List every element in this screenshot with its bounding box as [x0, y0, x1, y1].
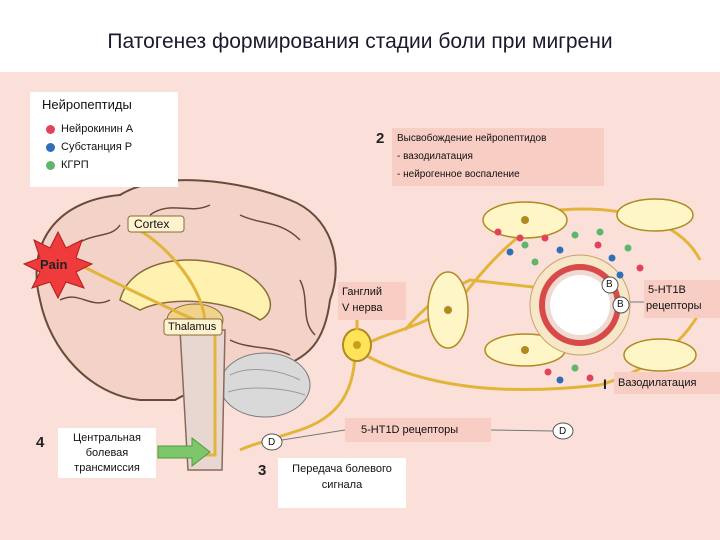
- step3-box: Передача болевого сигнала: [278, 458, 406, 508]
- vasodilation-box: Вазодилатация: [614, 372, 720, 394]
- vasodilation-marker: I: [603, 376, 607, 392]
- neurokinin-dot: [46, 125, 55, 134]
- pain-label: Pain: [40, 258, 67, 272]
- step4-box: Центральная болевая трансмиссия: [58, 428, 156, 478]
- receptor-1d-text: 5-HT1D рецепторы: [361, 423, 458, 437]
- step3-number: 3: [258, 462, 266, 479]
- substance-p-dot: [46, 143, 55, 152]
- receptor-b-letter-2: B: [617, 298, 624, 312]
- receptor-1b-line1: 5-HT1B: [648, 283, 686, 297]
- step3-line1: Передача болевого: [278, 462, 406, 476]
- ganglion-line2: V нерва: [342, 301, 383, 315]
- step2-line3: - нейрогенное воспаление: [397, 168, 520, 182]
- receptor-1d-box: 5-HT1D рецепторы: [345, 418, 491, 442]
- thalamus-label: Thalamus: [168, 320, 216, 334]
- step3-line2: сигнала: [278, 478, 406, 492]
- vessel-lumen: [550, 275, 610, 335]
- legend-item-substance-p: Субстанция Р: [46, 140, 132, 154]
- ganglion-line1: Ганглий: [342, 285, 382, 299]
- step2-box: Высвобождение нейропептидов - вазодилата…: [392, 128, 604, 186]
- step4-line1: Центральная: [58, 431, 156, 445]
- receptor-b-letter-1: B: [606, 278, 613, 292]
- step2-line2: - вазодилатация: [397, 150, 473, 164]
- step4-line2: болевая: [58, 446, 156, 460]
- step2-line1: Высвобождение нейропептидов: [397, 132, 546, 146]
- receptor-1b-box: 5-HT1B рецепторы: [644, 280, 720, 318]
- step2-number: 2: [376, 130, 384, 147]
- legend-box: Нейропептиды Нейрокинин А Субстанция Р К…: [30, 92, 178, 187]
- ganglion-box: Ганглий V нерва: [338, 282, 406, 320]
- step4-number: 4: [36, 434, 44, 451]
- legend-item-neurokinin: Нейрокинин А: [46, 122, 133, 136]
- step4-line3: трансмиссия: [58, 461, 156, 475]
- cortex-label: Cortex: [134, 217, 169, 231]
- receptor-d-letter-1: D: [268, 436, 275, 450]
- receptor-d-letter-2: D: [559, 425, 566, 439]
- legend-heading: Нейропептиды: [42, 98, 132, 112]
- receptor-1b-line2: рецепторы: [646, 299, 702, 313]
- vasodilation-text: Вазодилатация: [618, 376, 696, 390]
- neuron-bottom-right: [624, 339, 696, 371]
- cerebellum: [220, 353, 310, 417]
- neuron-top-right: [617, 199, 693, 231]
- legend-item-cgrp: КГРП: [46, 158, 89, 172]
- cgrp-dot: [46, 161, 55, 170]
